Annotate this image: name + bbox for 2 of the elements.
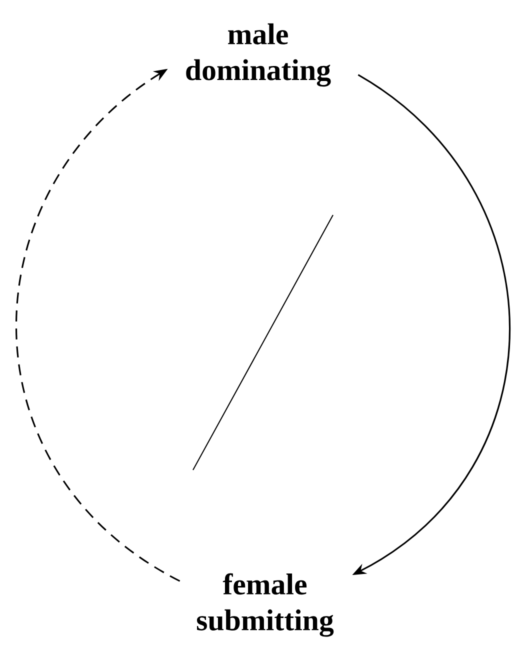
node-label: female submitting xyxy=(196,573,334,637)
node-label: male dominating xyxy=(186,23,331,87)
